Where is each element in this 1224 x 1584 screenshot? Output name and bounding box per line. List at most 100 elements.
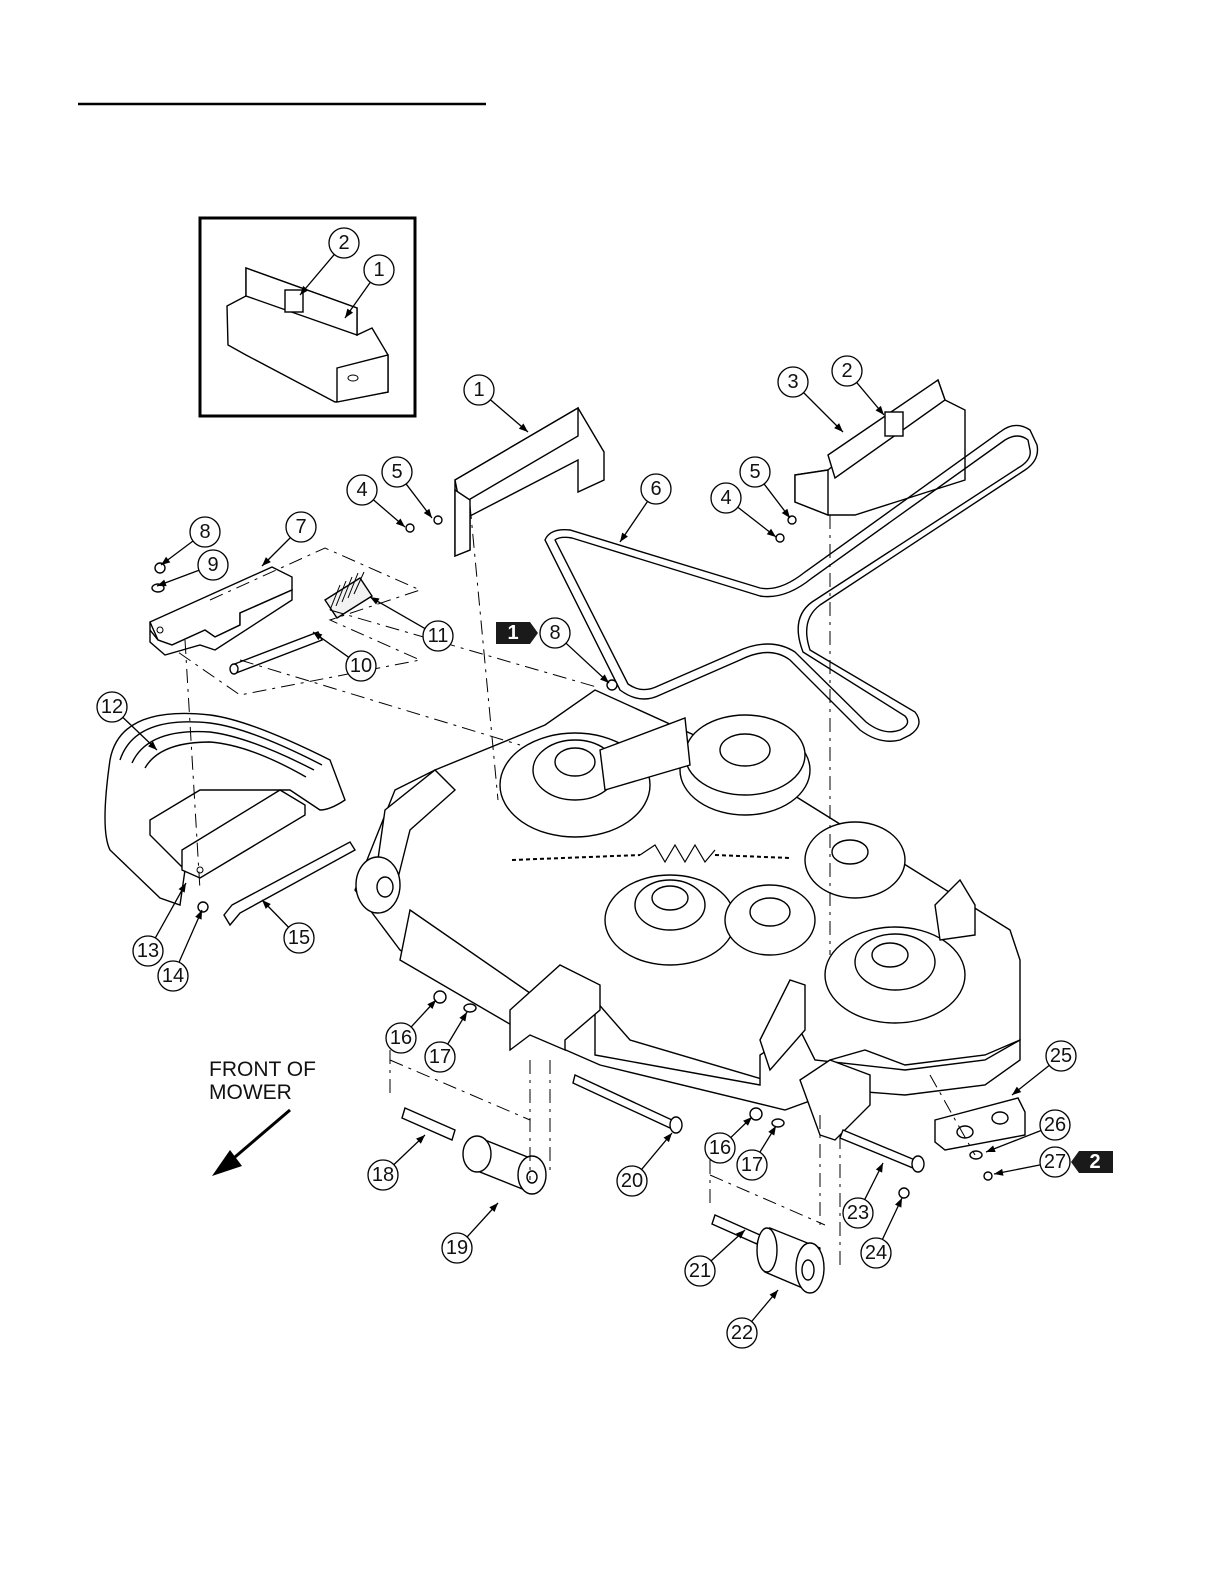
callout-number: 13 [137, 940, 159, 962]
callout-c27: 27 [1040, 1147, 1070, 1177]
arrowhead-c17-right [768, 1126, 776, 1135]
callout-number: 14 [162, 965, 184, 987]
callout-number: 18 [372, 1164, 394, 1186]
arrowhead-c4-right [767, 529, 776, 537]
callout-c22: 22 [727, 1318, 757, 1348]
front-label-line2: MOWER [209, 1081, 292, 1104]
callout-number: 23 [847, 1202, 869, 1224]
arrowhead-c24 [895, 1198, 902, 1208]
callout-number: 12 [101, 696, 123, 718]
callout-c2: 2 [832, 356, 862, 386]
callout-c16-right: 16 [705, 1133, 735, 1163]
callout-c13: 13 [133, 936, 163, 966]
callout-number: 22 [731, 1322, 753, 1344]
front-of-mower-indicator: FRONT OF MOWER [209, 1058, 316, 1176]
callout-number: 25 [1050, 1045, 1072, 1067]
part-3-belt-cover-right [795, 380, 965, 515]
arrowhead-c14 [195, 910, 202, 920]
callout-c5-left: 5 [382, 457, 412, 487]
callout-number: 16 [709, 1137, 731, 1159]
callout-c4-right: 4 [711, 483, 741, 513]
callout-number: 16 [390, 1027, 412, 1049]
callout-c12: 12 [97, 692, 127, 722]
callout-number: 8 [549, 622, 560, 644]
callout-c18: 18 [368, 1160, 398, 1190]
callout-c4-left: 4 [347, 475, 377, 505]
pulley-5 [805, 822, 905, 898]
arrowhead-c11 [370, 597, 380, 605]
arrowhead-c25 [1012, 1087, 1021, 1095]
callout-c5-right: 5 [740, 457, 770, 487]
callout-number: 8 [199, 521, 210, 543]
callout-number: 5 [391, 461, 402, 483]
callout-c3: 3 [778, 367, 808, 397]
callout-number: 20 [621, 1170, 643, 1192]
callout-c2-inset: 2 [329, 228, 359, 258]
part-22-roller [757, 1228, 824, 1293]
callout-c23: 23 [843, 1198, 873, 1228]
arrowhead-c9 [157, 580, 167, 587]
callout-c25: 25 [1046, 1041, 1076, 1071]
callout-number: 17 [741, 1154, 763, 1176]
callout-c21: 21 [685, 1256, 715, 1286]
pulley-4 [725, 885, 815, 955]
callout-number: 7 [295, 516, 306, 538]
callout-number: 4 [356, 479, 367, 501]
callout-c24: 24 [861, 1238, 891, 1268]
arrowhead-c6 [620, 533, 628, 542]
arrowhead-c5-right [782, 509, 790, 518]
callout-number: 2 [338, 232, 349, 254]
part-18-axle [402, 1108, 455, 1140]
pulley-6 [825, 927, 965, 1023]
part-20-bolt [573, 1075, 682, 1133]
part-21-axle [712, 1215, 760, 1244]
pulley-2 [680, 715, 810, 815]
callout-c8-top: 8 [190, 517, 220, 547]
front-label-line1: FRONT OF [209, 1058, 316, 1081]
callout-number: 24 [865, 1242, 887, 1264]
part-19-roller [463, 1136, 546, 1194]
pulley-3 [605, 875, 735, 965]
callout-number: 11 [428, 625, 449, 647]
callout-number: 26 [1044, 1114, 1066, 1136]
part-15-rod [224, 842, 355, 925]
callout-number: 19 [446, 1237, 468, 1259]
callout-c14: 14 [158, 961, 188, 991]
callout-number: 3 [787, 371, 798, 393]
front-arrow [228, 1110, 290, 1163]
tag-number: 2 [1089, 1151, 1100, 1173]
callout-c26: 26 [1040, 1110, 1070, 1140]
part-12-guard [105, 713, 345, 905]
callout-c8-mid: 8 [540, 618, 570, 648]
arrowhead-c27 [994, 1169, 1004, 1176]
callout-c6: 6 [641, 474, 671, 504]
reference-tag-1: 1 [496, 622, 538, 644]
callout-number: 21 [689, 1260, 711, 1282]
callout-c19: 19 [442, 1233, 472, 1263]
callout-c17-left: 17 [425, 1042, 455, 1072]
callout-c7: 7 [286, 512, 316, 542]
callout-c17-right: 17 [737, 1150, 767, 1180]
callout-number: 15 [288, 927, 310, 949]
arrowhead-c26 [986, 1145, 996, 1152]
reference-tag-2: 2 [1071, 1151, 1113, 1173]
callout-number: 9 [207, 554, 218, 576]
callout-c1: 1 [464, 375, 494, 405]
callout-c11: 11 [423, 621, 453, 651]
callout-number: 4 [720, 487, 731, 509]
callout-number: 1 [473, 379, 484, 401]
arrowhead-c23 [876, 1163, 883, 1173]
arrowhead-c8-top [161, 557, 170, 565]
callout-number: 17 [429, 1046, 451, 1068]
callout-c16-left: 16 [386, 1023, 416, 1053]
tag-number: 1 [507, 622, 518, 644]
callout-c15: 15 [284, 923, 314, 953]
callout-number: 2 [841, 360, 852, 382]
callout-c20: 20 [617, 1166, 647, 1196]
callout-number: 6 [650, 478, 661, 500]
callout-c9: 9 [198, 550, 228, 580]
callout-number: 5 [749, 461, 760, 483]
inset-detail [200, 218, 415, 416]
callout-number: 27 [1044, 1151, 1066, 1173]
callout-number: 1 [373, 259, 384, 281]
